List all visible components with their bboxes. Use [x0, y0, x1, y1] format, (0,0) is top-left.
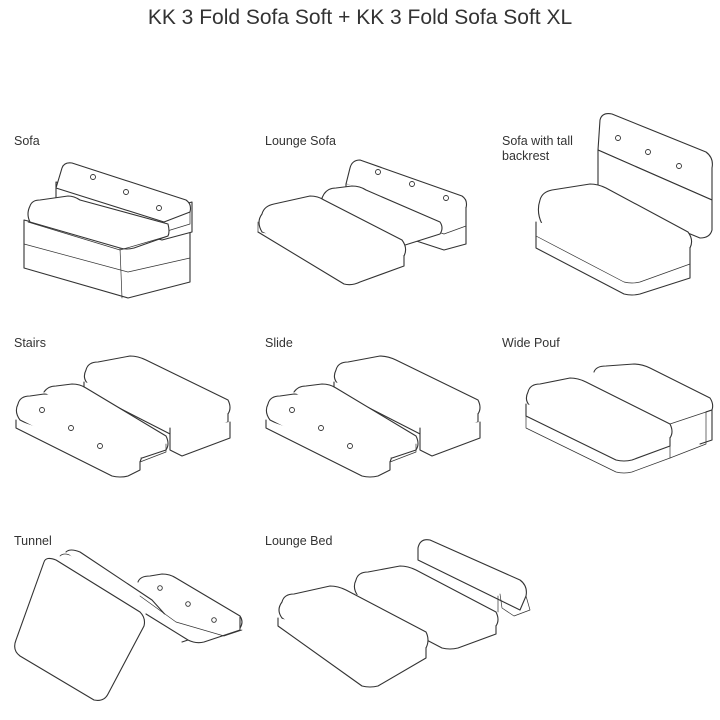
label-line-1: Sofa with tall — [502, 134, 573, 148]
sofa-illustration — [23, 162, 193, 299]
lounge-bed-illustration — [277, 539, 531, 688]
label-lounge-sofa: Lounge Sofa — [265, 134, 336, 148]
label-tunnel: Tunnel — [14, 534, 52, 548]
page-title: KK 3 Fold Sofa Soft + KK 3 Fold Sofa Sof… — [147, 6, 573, 29]
label-lounge-bed: Lounge Bed — [265, 534, 333, 548]
label-wide-pouf: Wide Pouf — [502, 336, 560, 350]
label-line-2: backrest — [502, 149, 550, 163]
label-stairs: Stairs — [14, 336, 46, 350]
tunnel-illustration — [14, 549, 243, 701]
stairs-illustration — [15, 355, 231, 478]
label-sofa: Sofa — [14, 134, 40, 148]
wide-pouf-illustration — [525, 363, 714, 474]
label-slide: Slide — [265, 336, 293, 350]
sofa-tall-backrest-illustration — [535, 113, 713, 296]
lounge-sofa-illustration — [257, 159, 468, 286]
label-sofa-tall-backrest: Sofa with tall backrest — [502, 134, 573, 164]
slide-illustration — [265, 355, 481, 478]
